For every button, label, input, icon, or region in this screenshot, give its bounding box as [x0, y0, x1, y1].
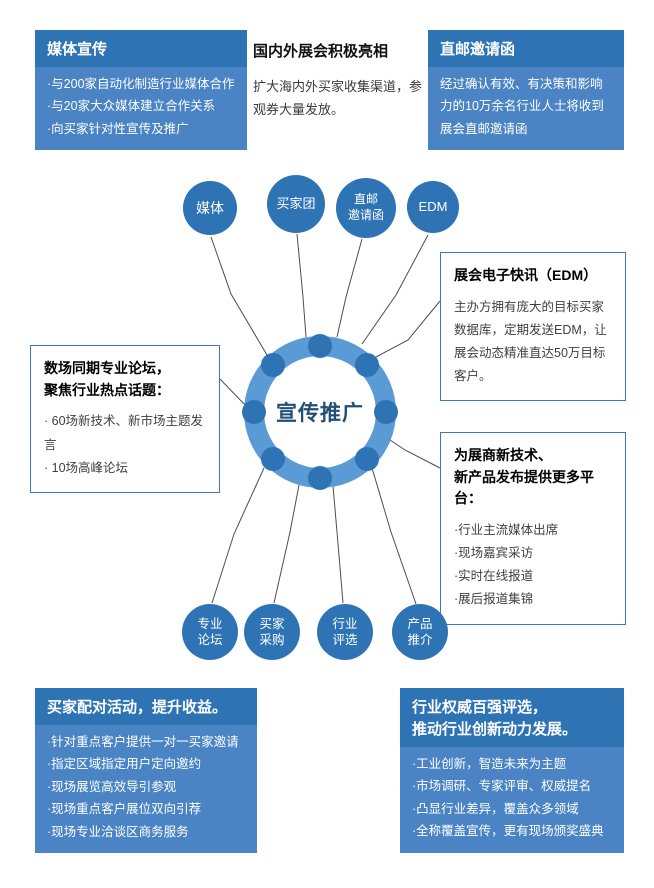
platform-box-item: ·行业主流媒体出席: [454, 523, 559, 538]
ring-dot: [308, 466, 332, 490]
ring-dot: [261, 447, 285, 471]
forum-box-item: · 10场高峰论坛: [44, 460, 129, 475]
edm-box-title: 展会电子快讯（EDM）: [454, 267, 598, 283]
forum-box-body: · 60场新技术、新市场主题发言 · 10场高峰论坛: [44, 410, 206, 479]
node-media-label: 媒体: [196, 199, 224, 216]
ring-dot: [242, 400, 266, 424]
award-selection-body: ·工业创新，智造未来为主题 ·市场调研、专家评审、权威提名 ·凸显行业差异，覆盖…: [400, 746, 624, 853]
ring-dot: [261, 353, 285, 377]
buyer-matching-item: ·现场专业洽谈区商务服务: [47, 824, 189, 839]
buyer-matching-item: ·针对重点客户提供一对一买家邀请: [47, 734, 239, 749]
node-industry-award-label: 评选: [332, 633, 358, 647]
platform-box-title-line: 新产品发布提供更多平台：: [454, 468, 594, 507]
platform-box-item: ·实时在线报道: [454, 569, 534, 584]
buyer-matching-box: 买家配对活动，提升收益。 ·针对重点客户提供一对一买家邀请 ·指定区域指定用户定…: [35, 688, 257, 854]
platform-box-title-line: 为展商新技术、: [454, 447, 552, 463]
center-label: 宣传推广: [276, 402, 364, 425]
media-promo-box: 媒体宣传 ·与200家自动化制造行业媒体合作 ·与20家大众媒体建立合作关系 ·…: [35, 30, 247, 151]
node-product-promo-label: 推介: [407, 633, 433, 647]
node-buyer-group: 买家团: [267, 175, 325, 233]
award-selection-item: ·凸显行业差异，覆盖众多领域: [412, 801, 579, 816]
node-industry-award: 行业 评选: [317, 604, 373, 660]
forum-box-title-line: 数场同期专业论坛，: [44, 360, 170, 376]
buyer-matching-item: ·指定区域指定用户定向邀约: [47, 757, 202, 772]
edm-box-body: 主办方拥有庞大的目标买家数据库，定期发送EDM，让展会动态精准直达50万目标客户…: [454, 299, 607, 384]
forum-box-title: 数场同期专业论坛， 聚焦行业热点话题：: [44, 358, 206, 401]
exhibition-appearance-title: 国内外展会积极亮相: [253, 43, 389, 60]
award-selection-item: ·全称覆盖宣传，更有现场颁奖盛典: [412, 824, 604, 838]
direct-mail-title: 直邮邀请函: [428, 30, 624, 67]
award-selection-title-line: 推动行业创新动力发展。: [412, 720, 578, 738]
award-selection-item: ·市场调研、专家评审、权威提名: [412, 779, 592, 793]
buyer-matching-title: 买家配对活动，提升收益。: [35, 688, 257, 725]
node-edm-label: EDM: [418, 198, 448, 214]
ring-dot: [308, 334, 332, 358]
forum-box-item: · 60场新技术、新市场主题发言: [44, 414, 204, 452]
exhibition-appearance-body: 扩大海内外买家收集渠道，参观券大量发放。: [253, 79, 423, 118]
media-promo-body: ·与200家自动化制造行业媒体合作 ·与20家大众媒体建立合作关系 ·向买家针对…: [35, 66, 247, 151]
node-pro-forum-label: 专业: [197, 616, 223, 631]
platform-box-item: ·展后报道集锦: [454, 592, 534, 607]
node-buyer-purchase-label: 买家: [259, 616, 285, 631]
award-selection-title: 行业权威百强评选， 推动行业创新动力发展。: [400, 688, 624, 747]
award-selection-item: ·工业创新，智造未来为主题: [412, 756, 567, 771]
node-industry-award-label: 行业: [332, 616, 358, 631]
node-media: 媒体: [183, 181, 237, 235]
ring-dot: [355, 353, 379, 377]
buyer-matching-body: ·针对重点客户提供一对一买家邀请 ·指定区域指定用户定向邀约 ·现场展览高效导引…: [35, 724, 257, 854]
media-promo-item: ·与20家大众媒体建立合作关系: [47, 99, 216, 114]
platform-box-item: ·现场嘉宾采访: [454, 546, 534, 561]
node-direct-mail-label: 邀请函: [347, 208, 384, 222]
ring-dot: [355, 447, 379, 471]
node-edm: EDM: [407, 181, 459, 233]
exhibition-appearance-block: 国内外展会积极亮相 扩大海内外买家收集渠道，参观券大量发放。: [253, 40, 425, 122]
platform-box: 为展商新技术、 新产品发布提供更多平台： ·行业主流媒体出席 ·现场嘉宾采访 ·…: [440, 432, 626, 625]
node-product-promo-label: 产品: [407, 616, 433, 631]
award-selection-box: 行业权威百强评选， 推动行业创新动力发展。 ·工业创新，智造未来为主题 ·市场调…: [400, 688, 624, 853]
buyer-matching-item: ·现场展览高效导引参观: [47, 779, 177, 794]
media-promo-title: 媒体宣传: [35, 30, 247, 67]
buyer-matching-item: ·现场重点客户展位双向引荐: [47, 802, 202, 817]
node-direct-mail-label: 直邮: [353, 192, 378, 207]
node-buyer-purchase: 买家 采购: [244, 604, 300, 660]
platform-box-title: 为展商新技术、 新产品发布提供更多平台：: [454, 445, 612, 510]
award-selection-title-line: 行业权威百强评选，: [412, 699, 548, 716]
media-promo-item: ·向买家针对性宣传及推广: [47, 121, 189, 136]
direct-mail-body: 经过确认有效、有决策和影响力的10万余名行业人士将收到展会直邮邀请函: [428, 66, 624, 151]
node-direct-mail: 直邮 邀请函: [336, 178, 396, 238]
node-product-promo: 产品 推介: [392, 604, 448, 660]
direct-mail-box: 直邮邀请函 经过确认有效、有决策和影响力的10万余名行业人士将收到展会直邮邀请函: [428, 30, 624, 151]
node-pro-forum-label: 论坛: [197, 633, 223, 647]
edm-box: 展会电子快讯（EDM） 主办方拥有庞大的目标买家数据库，定期发送EDM，让展会动…: [440, 252, 626, 402]
node-pro-forum: 专业 论坛: [182, 604, 238, 660]
node-buyer-purchase-label: 采购: [259, 633, 285, 647]
platform-box-body: ·行业主流媒体出席 ·现场嘉宾采访 ·实时在线报道 ·展后报道集锦: [454, 519, 612, 612]
forum-box: 数场同期专业论坛， 聚焦行业热点话题： · 60场新技术、新市场主题发言 · 1…: [30, 345, 220, 493]
ring-dot: [374, 400, 398, 424]
node-buyer-group-label: 买家团: [276, 195, 316, 211]
forum-box-title-line: 聚焦行业热点话题：: [44, 381, 170, 398]
media-promo-item: ·与200家自动化制造行业媒体合作: [47, 76, 235, 91]
